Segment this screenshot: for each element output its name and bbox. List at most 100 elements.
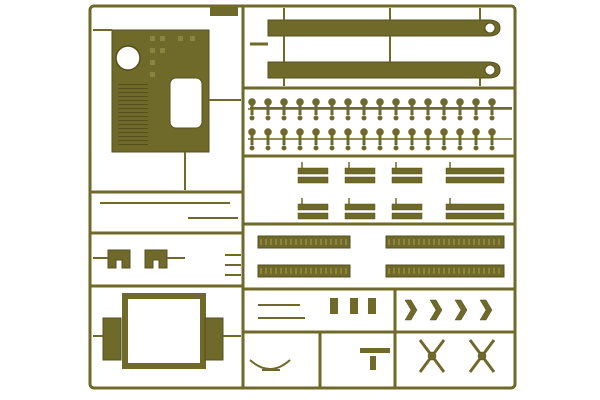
track-tooth xyxy=(468,268,470,274)
track-tooth xyxy=(275,239,277,245)
track-tooth xyxy=(463,268,465,274)
road-wheel-arm-stem xyxy=(362,105,366,115)
road-wheel-arm-stem xyxy=(266,105,270,115)
track-run-part xyxy=(267,61,501,79)
road-wheel-arm-hub xyxy=(265,145,271,151)
track-tooth xyxy=(320,239,322,245)
track-link-part xyxy=(297,203,329,211)
road-wheel-arm-stem xyxy=(490,105,494,115)
track-tooth xyxy=(488,239,490,245)
track-link-part xyxy=(297,167,329,175)
track-tooth xyxy=(448,239,450,245)
track-tooth xyxy=(478,239,480,245)
track-link-part xyxy=(445,212,505,220)
road-wheel-arm-stem xyxy=(330,105,334,115)
track-tooth xyxy=(345,239,347,245)
track-tooth xyxy=(463,239,465,245)
track-tooth xyxy=(458,268,460,274)
road-wheel-arm-stem xyxy=(250,105,254,115)
road-wheel-arm-stem xyxy=(474,135,478,145)
track-link-part xyxy=(344,167,376,175)
hatch-frame-part xyxy=(102,293,224,369)
road-wheel-arm-hub xyxy=(329,115,335,121)
track-tooth xyxy=(438,239,440,245)
track-tooth xyxy=(310,239,312,245)
road-wheel-arm-stem xyxy=(410,135,414,145)
road-wheel-arm-hub xyxy=(393,115,399,121)
road-wheel-arm-part xyxy=(488,128,496,136)
road-wheel-arm-part xyxy=(344,98,352,106)
road-wheel-arm-stem xyxy=(458,135,462,145)
track-tooth xyxy=(305,239,307,245)
track-tooth xyxy=(498,268,500,274)
road-wheel-arm-stem xyxy=(394,105,398,115)
track-tooth xyxy=(453,239,455,245)
track-tooth xyxy=(483,239,485,245)
track-tooth xyxy=(340,239,342,245)
thin-rod-part xyxy=(100,202,241,276)
road-wheel-arm-hub xyxy=(489,145,495,151)
road-wheel-arm-hub xyxy=(297,115,303,121)
small-fitting-part xyxy=(330,298,390,370)
track-tooth xyxy=(478,268,480,274)
track-tooth xyxy=(300,239,302,245)
lever-part xyxy=(249,304,305,371)
road-wheel-arm-hub xyxy=(281,145,287,151)
road-wheel-arm-stem xyxy=(266,135,270,145)
road-wheel-arm-stem xyxy=(298,135,302,145)
track-tooth xyxy=(315,239,317,245)
track-tooth xyxy=(488,268,490,274)
track-tooth xyxy=(345,268,347,274)
road-wheel-arm-hub xyxy=(329,145,335,151)
track-tooth xyxy=(403,268,405,274)
road-wheel-arm-hub xyxy=(265,115,271,121)
road-wheel-arm-part xyxy=(344,128,352,136)
track-tooth xyxy=(438,268,440,274)
track-link-part xyxy=(445,203,505,211)
road-wheel-arm-hub xyxy=(281,115,287,121)
road-wheel-arm-stem xyxy=(282,135,286,145)
track-tooth xyxy=(290,239,292,245)
road-wheel-arm-part xyxy=(456,128,464,136)
sprue-tag xyxy=(210,7,238,16)
road-wheel-arm-part xyxy=(248,128,256,136)
road-wheel-arm-hub xyxy=(249,145,255,151)
track-tooth xyxy=(428,268,430,274)
track-tooth xyxy=(305,268,307,274)
track-run-part xyxy=(250,19,501,46)
track-link-part xyxy=(344,212,376,220)
track-tooth xyxy=(325,268,327,274)
road-wheel-arm-part xyxy=(376,128,384,136)
road-wheel-arm-part xyxy=(456,98,464,106)
road-wheel-arm-part xyxy=(424,128,432,136)
road-wheel-arm-part xyxy=(328,128,336,136)
track-tooth xyxy=(335,239,337,245)
track-tooth xyxy=(468,239,470,245)
road-wheel-arm-part xyxy=(488,98,496,106)
track-tooth xyxy=(393,239,395,245)
road-wheel-arm-part xyxy=(472,98,480,106)
track-tooth xyxy=(403,239,405,245)
road-wheel-arm-hub xyxy=(393,145,399,151)
track-tooth xyxy=(408,239,410,245)
track-tooth xyxy=(473,239,475,245)
road-wheel-arm-part xyxy=(376,98,384,106)
road-wheel-arm-part xyxy=(360,128,368,136)
road-wheel-arm-stem xyxy=(442,105,446,115)
track-tooth xyxy=(493,239,495,245)
road-wheel-arm-stem xyxy=(250,135,254,145)
road-wheel-arm-hub xyxy=(441,115,447,121)
road-wheel-arm-stem xyxy=(378,135,382,145)
track-link-part xyxy=(344,203,376,211)
road-wheel-arm-hub xyxy=(361,145,367,151)
track-tooth xyxy=(330,239,332,245)
track-tooth xyxy=(498,239,500,245)
track-tooth xyxy=(473,268,475,274)
road-wheel-arm-part xyxy=(312,128,320,136)
road-wheel-arm-hub xyxy=(457,115,463,121)
road-wheel-arm-part xyxy=(264,98,272,106)
track-tooth xyxy=(265,268,267,274)
road-wheel-arm-hub xyxy=(297,145,303,151)
track-tooth xyxy=(310,268,312,274)
track-link-part xyxy=(297,176,329,184)
